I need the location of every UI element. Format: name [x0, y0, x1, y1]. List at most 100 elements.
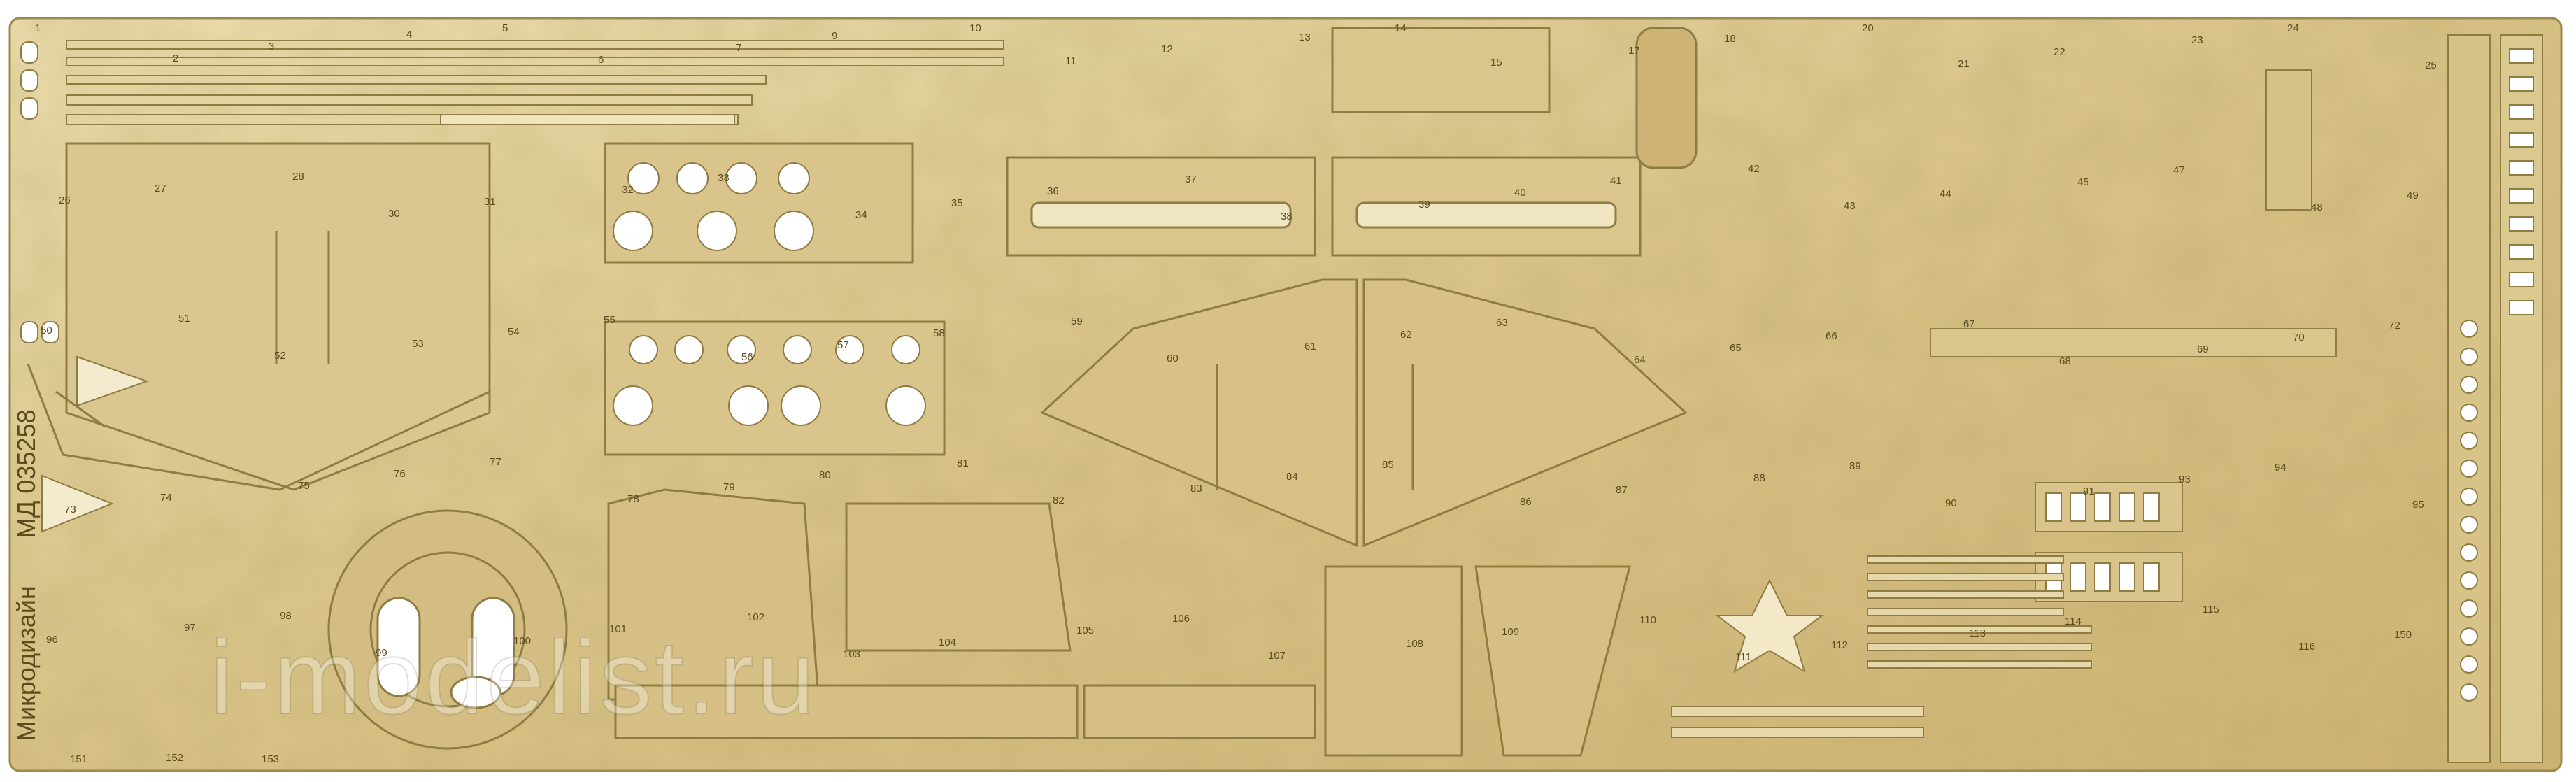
part-number: 84 [1286, 471, 1298, 483]
part-number: 4 [406, 29, 412, 41]
part-number: 15 [1490, 57, 1502, 69]
part-number: 28 [292, 171, 304, 183]
part-number: 26 [59, 194, 71, 206]
part-number: 81 [957, 457, 969, 469]
part-number: 69 [2197, 343, 2209, 355]
part-number: 23 [2191, 34, 2203, 46]
part-number: 6 [598, 54, 604, 66]
part-number: 3 [269, 41, 274, 52]
maker-mark: Микродизайн [12, 585, 41, 741]
lower-panels [607, 488, 1631, 757]
part-number: 88 [1753, 472, 1765, 484]
part-number: 111 [1735, 651, 1751, 663]
part-number: 33 [718, 172, 730, 184]
part-number: 66 [1826, 330, 1837, 342]
part-number: 86 [1520, 496, 1532, 508]
part-number: 63 [1496, 317, 1508, 329]
part-number: 49 [2407, 190, 2419, 201]
part-number: 95 [2412, 499, 2424, 511]
part-number: 105 [1076, 625, 1094, 637]
part-number: 150 [2394, 629, 2412, 641]
part-number: 65 [1730, 342, 1742, 354]
part-number: 56 [741, 351, 753, 363]
part-number: 107 [1268, 650, 1286, 662]
part-number: 60 [1167, 353, 1179, 364]
part-number: 7 [736, 42, 741, 54]
part-number: 106 [1172, 613, 1190, 625]
part-number: 73 [64, 504, 76, 516]
part-number: 14 [1395, 22, 1407, 34]
wing-panel-left [27, 142, 491, 491]
part-number: 2 [173, 52, 178, 64]
part-number: 104 [939, 637, 956, 648]
part-number: 97 [184, 622, 196, 634]
part-number: 1 [35, 22, 41, 34]
part-number: 102 [747, 611, 764, 623]
part-number: 31 [484, 196, 496, 208]
part-number: 54 [508, 326, 520, 338]
hole-plate-top [604, 142, 914, 264]
part-number: 10 [969, 22, 981, 34]
part-number: 13 [1299, 31, 1311, 43]
part-number: 67 [1963, 318, 1975, 330]
part-number: 36 [1047, 185, 1059, 197]
part-number: 96 [46, 634, 58, 646]
part-number: 103 [843, 648, 860, 660]
part-number: 48 [2311, 201, 2323, 213]
part-number: 58 [933, 327, 945, 339]
part-number: 57 [837, 339, 849, 351]
part-number: 83 [1190, 483, 1202, 495]
frame-parts [1006, 27, 1698, 257]
watermark: i-modelist.ru [210, 618, 818, 736]
long-strips [66, 40, 1004, 125]
part-number: 99 [376, 647, 387, 659]
part-number: 38 [1281, 211, 1293, 222]
part-number: 101 [609, 623, 627, 635]
part-number: 20 [1862, 22, 1874, 34]
part-number: 89 [1849, 460, 1861, 472]
part-number: 43 [1844, 200, 1856, 212]
part-number: 41 [1610, 175, 1622, 187]
part-number: 44 [1940, 188, 1951, 200]
part-number: 82 [1053, 495, 1065, 506]
right-ladders [2447, 34, 2543, 763]
part-number: 30 [388, 208, 400, 220]
center-wing [1040, 278, 1688, 548]
part-number: 74 [160, 492, 172, 504]
part-number: 34 [855, 209, 867, 221]
part-number: 42 [1748, 163, 1760, 175]
part-number: 114 [2065, 616, 2082, 627]
part-number: 45 [2077, 176, 2089, 188]
part-number: 51 [178, 313, 190, 325]
part-number: 112 [1831, 639, 1848, 651]
part-number: 59 [1071, 315, 1083, 327]
part-number: 116 [2298, 641, 2315, 653]
part-number: 98 [280, 610, 292, 622]
part-number: 21 [1958, 58, 1970, 70]
part-number: 79 [723, 481, 735, 493]
part-number: 108 [1406, 638, 1423, 650]
part-number: 55 [604, 314, 615, 326]
part-number: 22 [2054, 46, 2065, 58]
hole-plate-bottom [604, 320, 946, 456]
part-number: 18 [1724, 33, 1736, 45]
part-number: 109 [1502, 626, 1519, 638]
part-number: 85 [1382, 459, 1394, 471]
part-number: 100 [513, 635, 531, 647]
part-number: 68 [2059, 355, 2071, 367]
part-number: 12 [1161, 43, 1173, 55]
part-number: 87 [1616, 484, 1628, 496]
part-number: 110 [1639, 614, 1656, 626]
edge-holes [20, 41, 59, 343]
part-number: 80 [819, 469, 831, 481]
part-number: 77 [490, 456, 501, 468]
part-number: 50 [41, 325, 52, 336]
part-number: 75 [298, 480, 310, 492]
part-number: 37 [1185, 173, 1197, 185]
part-number: 152 [166, 752, 183, 764]
part-number: 53 [412, 338, 424, 350]
part-number: 70 [2293, 332, 2305, 343]
part-number: 39 [1418, 199, 1430, 211]
product-code: МД 035258 [12, 410, 41, 539]
part-number: 62 [1400, 329, 1412, 341]
